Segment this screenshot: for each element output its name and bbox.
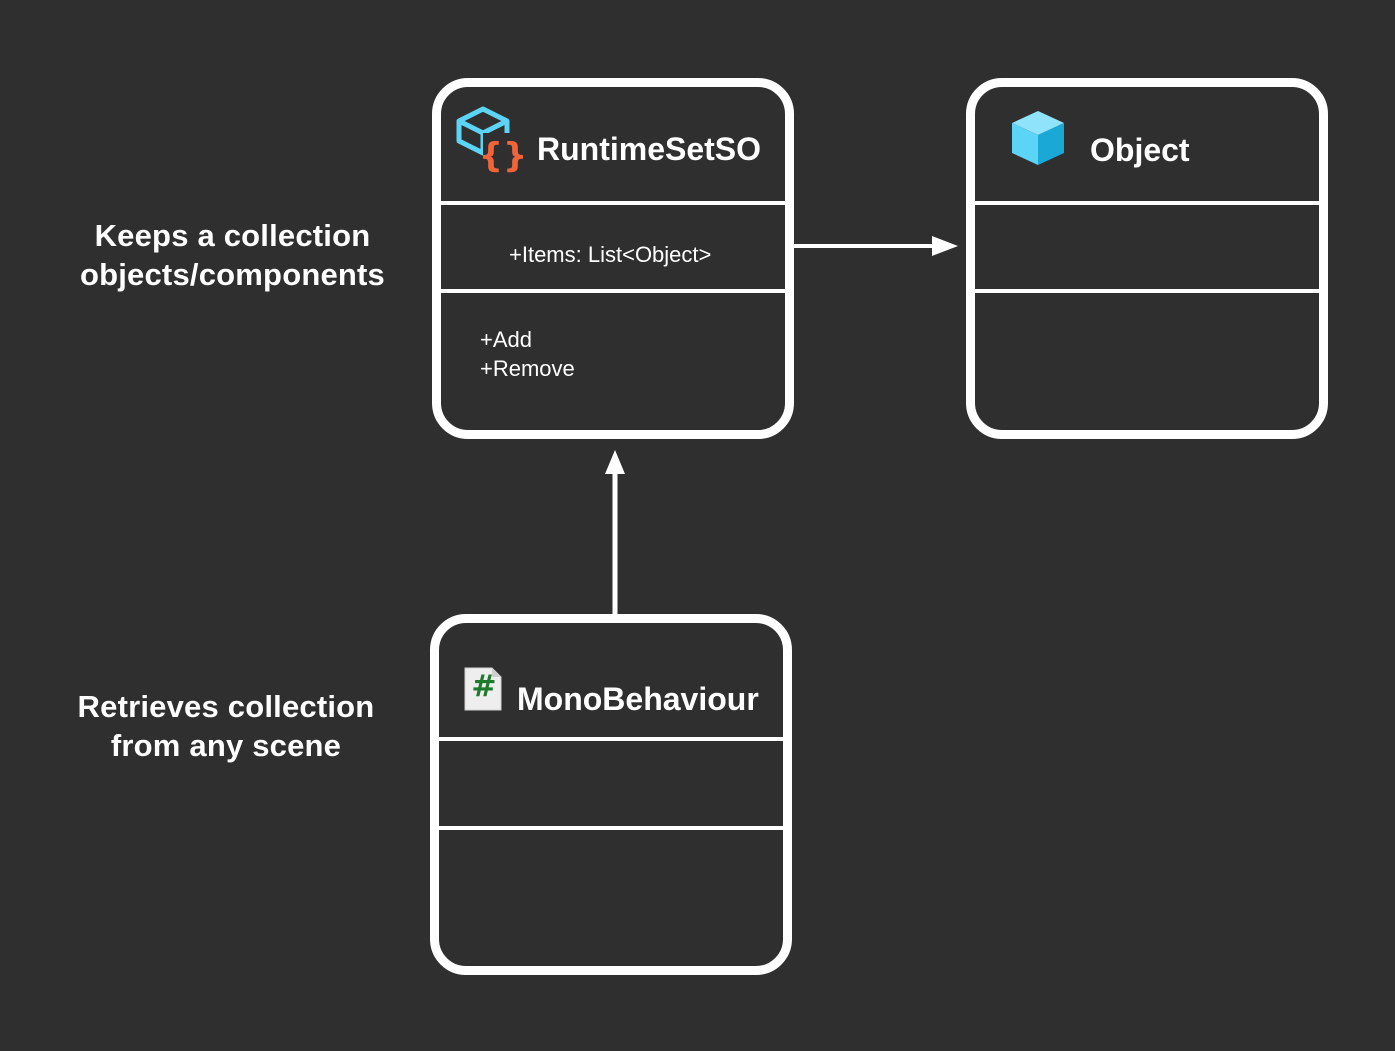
arrow-mono-to-runtime	[605, 450, 625, 614]
divider	[441, 289, 785, 293]
monobehaviour-class-box: # MonoBehaviour	[430, 614, 792, 975]
object-class-box: Object	[966, 78, 1328, 439]
divider	[975, 289, 1319, 293]
csharp-script-icon: #	[462, 665, 504, 718]
scriptable-object-icon: {}	[453, 103, 527, 180]
caption-line: Keeps a collection	[94, 218, 371, 253]
class-title: MonoBehaviour	[517, 681, 759, 717]
cube-icon	[1008, 107, 1068, 174]
divider	[975, 201, 1319, 205]
class-method: +Remove	[480, 356, 575, 381]
class-title: Object	[1090, 132, 1190, 168]
caption-line: objects/components	[79, 257, 386, 292]
caption-runtime-set: Keeps a collection objects/components	[40, 216, 425, 294]
caption-line: Retrieves collection	[77, 689, 375, 724]
script-glyph: #	[471, 669, 497, 704]
divider	[439, 737, 783, 741]
class-title: RuntimeSetSO	[537, 131, 762, 167]
divider	[439, 826, 783, 830]
caption-monobehaviour: Retrieves collection from any scene	[40, 687, 412, 765]
class-method: +Add	[480, 327, 532, 352]
svg-text:{}: {}	[479, 136, 525, 175]
divider	[441, 201, 785, 205]
caption-line: from any scene	[110, 728, 342, 763]
class-field: +Items: List<Object>	[509, 242, 712, 267]
arrow-runtime-to-object	[794, 236, 958, 256]
runtime-set-class-box: {} RuntimeSetSO +Items: List<Object> +Ad…	[432, 78, 794, 439]
